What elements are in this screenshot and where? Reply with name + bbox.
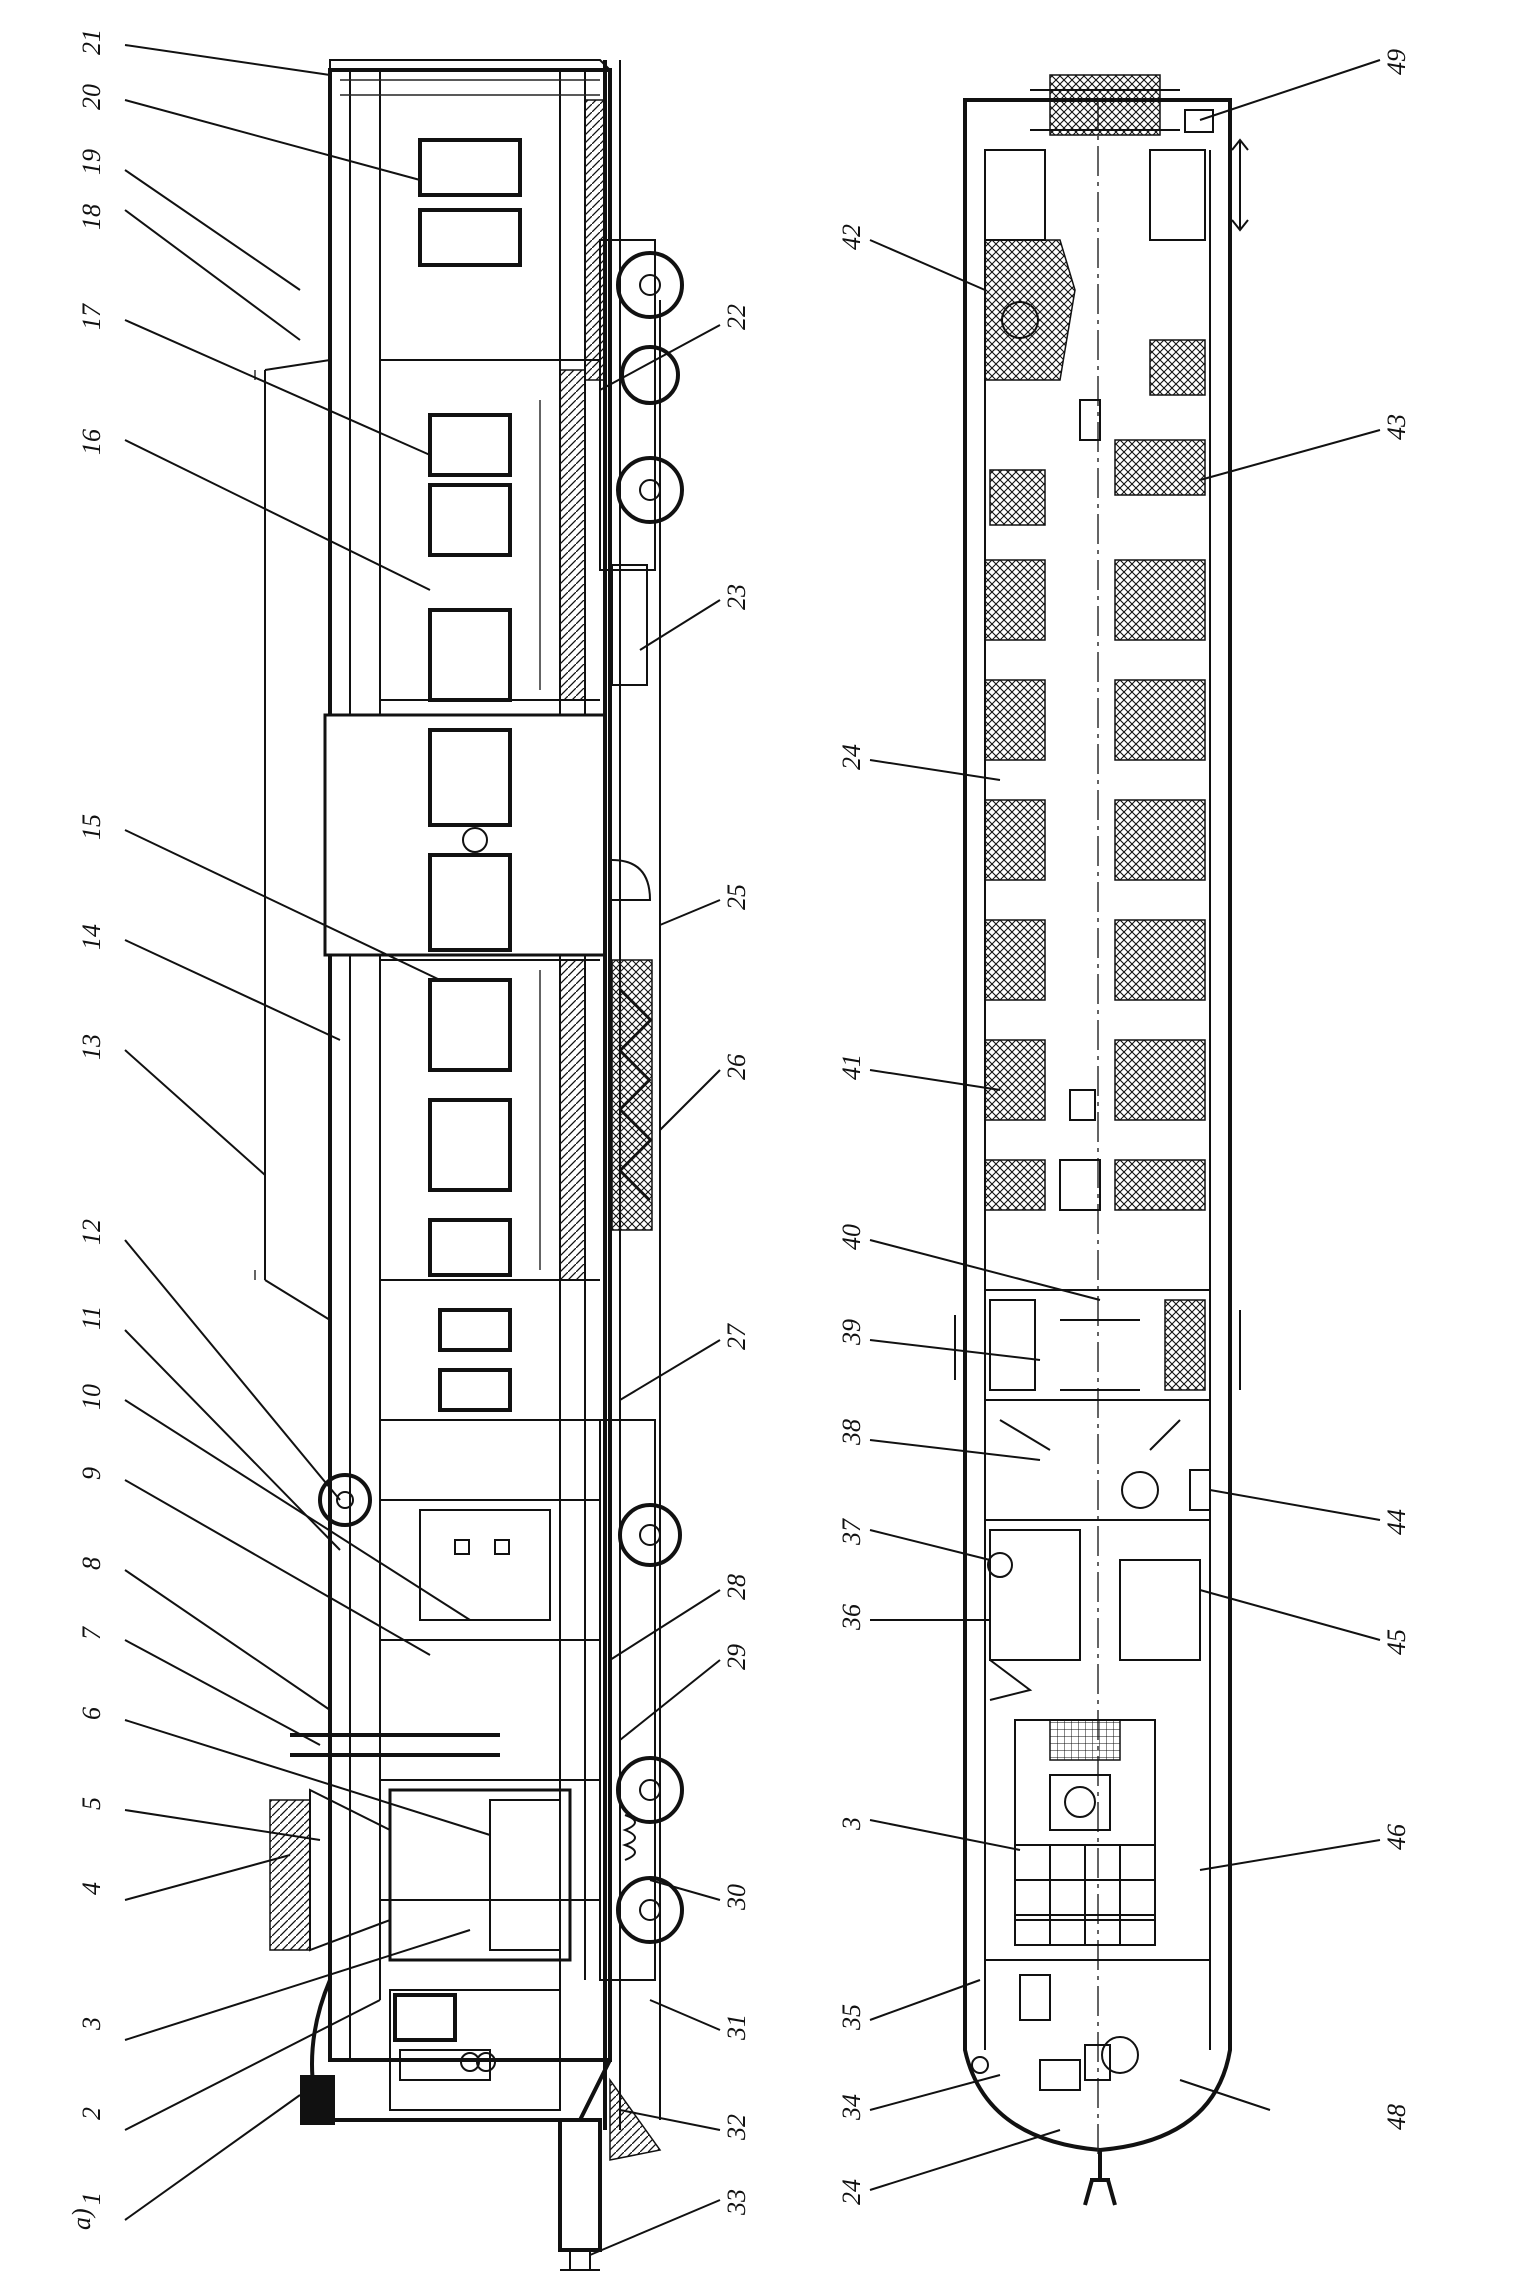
label-a-22: 22 bbox=[722, 304, 751, 330]
side-section-view bbox=[254, 59, 684, 2271]
label-b-46: 45 bbox=[1382, 1629, 1411, 1655]
label-b-47: 46 bbox=[1382, 1824, 1411, 1850]
label-b-37: 36 bbox=[837, 1604, 866, 1631]
engine-block bbox=[388, 1788, 572, 1962]
label-b-44: 43 bbox=[1382, 414, 1411, 440]
label-b-39: 38 bbox=[837, 1419, 866, 1446]
part-labels: а) 1 2 3 4 5 6 7 8 9 10 11 12 13 14 15 1… bbox=[67, 29, 1411, 2230]
label-a-21: 21 bbox=[77, 29, 106, 55]
label-a-2: 2 bbox=[77, 2107, 106, 2120]
label-b-24: 24 bbox=[837, 744, 866, 770]
passenger-seats bbox=[984, 339, 1206, 1211]
fan-wheel-icon bbox=[318, 1473, 372, 1527]
label-a-6: 6 bbox=[77, 1707, 106, 1720]
label-a-3: 3 bbox=[77, 2017, 106, 2031]
label-a-31: 31 bbox=[722, 2014, 751, 2041]
battery-box bbox=[611, 959, 653, 1231]
label-b-43: 42 bbox=[837, 224, 866, 250]
label-a-33: 33 bbox=[722, 2189, 751, 2216]
toilet-compartment bbox=[984, 239, 1076, 381]
label-a-25: 25 bbox=[722, 884, 751, 910]
label-b-41: 40 bbox=[837, 1224, 866, 1250]
label-a-11: 11 bbox=[77, 1306, 106, 1330]
label-a-15: 15 bbox=[77, 814, 106, 840]
view-marker: а) bbox=[67, 2208, 96, 2230]
label-b-40: 39 bbox=[837, 1319, 866, 1346]
front-bogie bbox=[599, 1419, 684, 1981]
label-a-28: 28 bbox=[722, 1574, 751, 1600]
label-a-32: 32 bbox=[722, 2114, 751, 2141]
door-handle-icon bbox=[462, 827, 488, 853]
label-a-30: 30 bbox=[722, 1884, 751, 1911]
label-b-49: 49 bbox=[1382, 49, 1411, 75]
label-a-8: 8 bbox=[77, 1557, 106, 1570]
label-a-26: 26 bbox=[722, 1054, 751, 1080]
cylinder-grid bbox=[1014, 1844, 1156, 1946]
auxiliary-machine bbox=[989, 1529, 1081, 1661]
label-a-29: 29 bbox=[722, 1644, 751, 1670]
gangway-bellows bbox=[1049, 74, 1161, 136]
label-a-12: 12 bbox=[77, 1219, 106, 1245]
label-a-10: 10 bbox=[77, 1384, 106, 1410]
label-a-7: 7 bbox=[77, 1626, 106, 1640]
underframe-tank bbox=[611, 564, 648, 686]
label-a-14: 14 bbox=[77, 924, 106, 950]
radiator-hatch bbox=[269, 1799, 311, 1951]
label-a-13: 13 bbox=[77, 1034, 106, 1060]
label-b-3: 3 bbox=[837, 1817, 866, 1831]
label-a-9: 9 bbox=[77, 1467, 106, 1480]
label-b-35: 34 bbox=[837, 2094, 866, 2121]
label-b-36: 35 bbox=[837, 2004, 866, 2031]
label-a-19: 19 bbox=[77, 149, 106, 175]
label-a-5: 5 bbox=[77, 1797, 106, 1810]
label-b-48: 48 bbox=[1382, 2104, 1411, 2130]
plan-section-view bbox=[954, 74, 1271, 2206]
label-a-27: 27 bbox=[722, 1323, 751, 1350]
label-a-4: 4 bbox=[77, 1882, 106, 1895]
leader-lines bbox=[124, 44, 1381, 2256]
label-b-38: 37 bbox=[837, 1518, 866, 1546]
rear-bogie bbox=[599, 239, 684, 571]
label-b-45: 44 bbox=[1382, 1509, 1411, 1535]
compressor-unit bbox=[1119, 1559, 1201, 1661]
buffer-block bbox=[300, 2075, 335, 2125]
label-a-20: 20 bbox=[77, 84, 106, 110]
label-a-23: 23 bbox=[722, 584, 751, 610]
label-a-18: 18 bbox=[77, 204, 106, 230]
label-a-16: 16 bbox=[77, 429, 106, 455]
label-b-34: 24 bbox=[837, 2179, 866, 2205]
label-b-42: 41 bbox=[837, 1054, 866, 1080]
equipment-cabinet bbox=[419, 1509, 551, 1621]
label-a-1: 1 bbox=[77, 2192, 106, 2205]
label-a-17: 17 bbox=[77, 303, 106, 330]
